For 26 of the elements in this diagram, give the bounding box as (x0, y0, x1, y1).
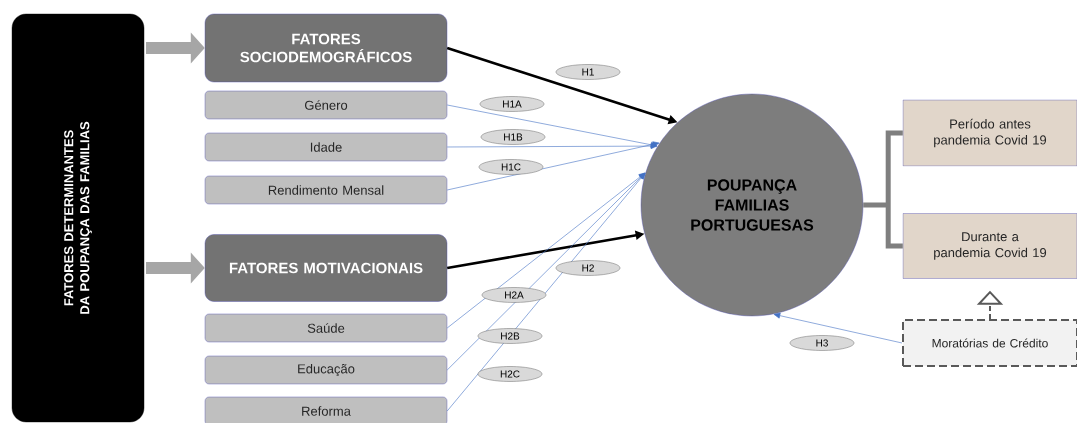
category-box: FATORES MOTIVACIONAIS (204, 234, 448, 302)
edge-label: H1B (480, 129, 546, 145)
arrow (773, 312, 903, 344)
edge-label: H2C (477, 366, 543, 382)
edge-label: H2A (481, 287, 547, 303)
edge-label: H3 (789, 335, 855, 351)
period-box: Durante a pandemia Covid 19 (902, 213, 1077, 279)
arrow (446, 172, 646, 329)
moderator-box: Moratórias de Crédito (902, 319, 1077, 367)
title-panel: FATORES DETERMINANTES DA POUPANÇA DAS FAMILIAS (11, 13, 145, 423)
edge-label: H2 (555, 260, 621, 276)
arrow (446, 143, 658, 149)
factor-box: Género (204, 90, 448, 120)
arrow (446, 172, 646, 412)
edge-label: H2B (477, 328, 543, 344)
edge-label: H1A (479, 96, 545, 112)
edge-label: H1 (555, 64, 621, 80)
factor-box: Saúde (204, 313, 448, 343)
factor-box: Reforma (204, 396, 448, 423)
factor-box: Rendimento Mensal (204, 175, 448, 205)
bracket (860, 130, 906, 249)
factor-box: Educação (204, 355, 448, 385)
edge-label: H1C (478, 159, 544, 175)
factor-box: Idade (204, 132, 448, 162)
category-box: FATORES SOCIODEMOGRÁFICOS (204, 13, 448, 83)
period-box: Período antes pandemia Covid 19 (902, 99, 1077, 167)
